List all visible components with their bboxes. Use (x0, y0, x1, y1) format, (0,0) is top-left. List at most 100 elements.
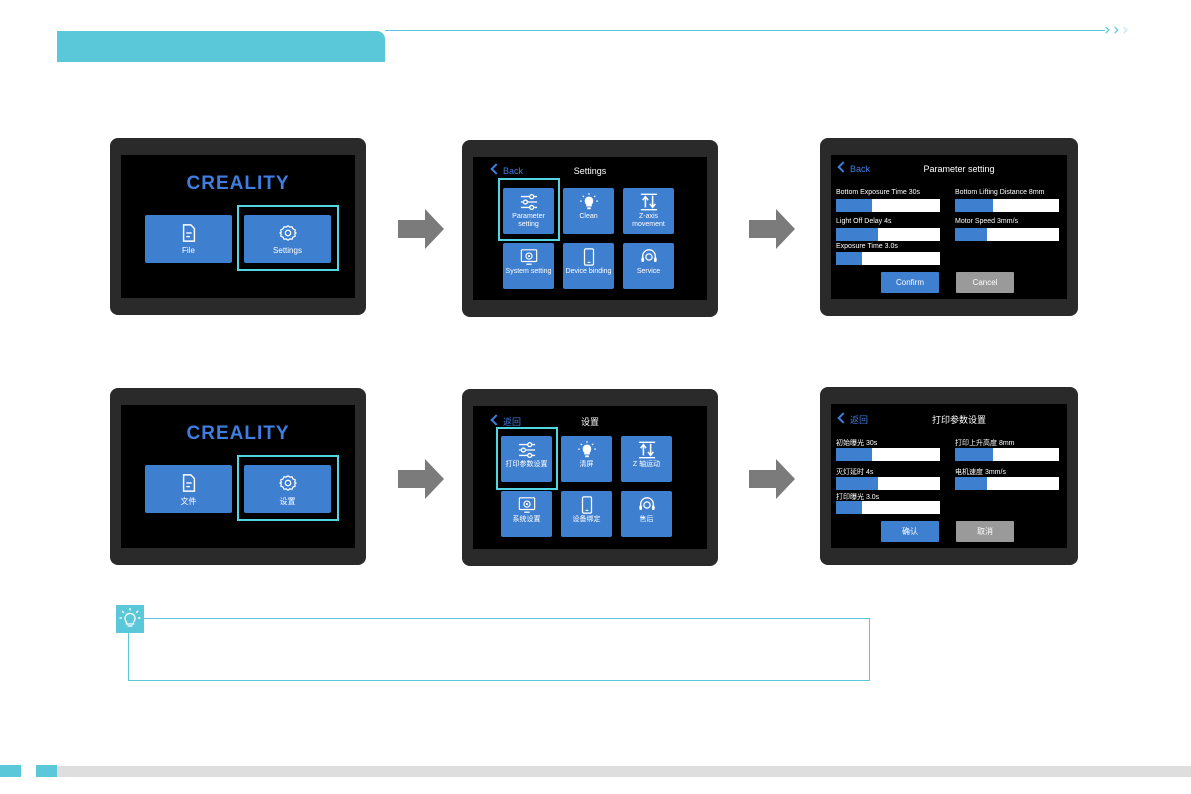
bar-fill (955, 448, 994, 461)
screen-title: 打印参数设置 (931, 415, 986, 425)
selection-highlight (496, 427, 558, 490)
arrow-right-icon (749, 209, 795, 249)
bar-fill (836, 199, 873, 212)
system-setting-button[interactable]: System setting (503, 243, 554, 289)
header-rule (385, 30, 1105, 31)
home-screen-device-en: CREALITY File Settings (110, 138, 366, 315)
arrow-right-icon (749, 459, 795, 499)
service-button[interactable]: Service (623, 243, 674, 289)
section-header-tab (57, 31, 385, 62)
z-axis-icon (640, 193, 658, 211)
bar-fill (955, 228, 988, 241)
clean-button[interactable]: 清屏 (561, 436, 612, 482)
file-label: File (182, 246, 195, 255)
file-button[interactable]: File (145, 215, 232, 263)
bottom-exposure-label: Bottom Exposure Time 30s (836, 189, 921, 196)
tip-box (128, 618, 870, 681)
bottom-lifting-label: Bottom Lifting Distance 8mm (955, 189, 1045, 196)
screen-title: Parameter setting (923, 164, 995, 174)
settings-label: Settings (273, 246, 302, 255)
service-button[interactable]: 售后 (621, 491, 672, 537)
selection-highlight (498, 178, 560, 241)
arrow-right-icon (398, 209, 444, 249)
phone-icon (580, 248, 598, 266)
parameter-screen-device-zh: 返回 打印参数设置 初始曝光 30s 打印上升高度 8mm 灭灯延时 4s 电机… (820, 387, 1078, 565)
cancel-button[interactable]: 取消 (956, 521, 1014, 542)
file-label: 文件 (180, 497, 197, 506)
file-icon (180, 224, 198, 242)
selection-highlight (237, 205, 339, 271)
file-button[interactable]: 文件 (145, 465, 232, 513)
bar-fill (836, 501, 862, 514)
exposure-time-label: Exposure Time 3.0s (836, 243, 898, 250)
lightbulb-icon (578, 441, 596, 459)
parameter-setting-button[interactable]: Parameter setting (503, 188, 554, 234)
settings-screen-device-zh: 返回 设置 打印参数设置 清屏 Z 轴运动 系统设置 设备绑定 售后 (462, 389, 718, 566)
lightbulb-icon (580, 193, 598, 211)
motor-speed-label: 电机速度 3mm/s (955, 469, 1006, 476)
system-setting-button[interactable]: 系统设置 (501, 491, 552, 537)
bottom-exposure-label: 初始曝光 30s (836, 440, 878, 447)
bar-fill (955, 199, 994, 212)
bar-fill (955, 477, 988, 490)
parameter-screen: 返回 打印参数设置 初始曝光 30s 打印上升高度 8mm 灭灯延时 4s 电机… (831, 404, 1067, 548)
arrow-right-icon (398, 459, 444, 499)
parameter-screen-device-en: Back Parameter setting Bottom Exposure T… (820, 138, 1078, 316)
system-gear-icon (520, 248, 538, 266)
lightbulb-tip-icon (116, 605, 144, 633)
screen-title: Settings (573, 166, 607, 176)
chevron-right-icon: › (1122, 20, 1129, 40)
parameter-screen: Back Parameter setting Bottom Exposure T… (831, 155, 1067, 299)
parameter-setting-button[interactable]: 打印参数设置 (501, 436, 552, 482)
footer-marker (36, 765, 57, 777)
settings-screen: Back Settings Parameter setting Clean Z-… (473, 157, 707, 300)
z-axis-icon (638, 441, 656, 459)
bar-fill (836, 477, 878, 490)
exposure-time-label: 打印曝光 3.0s (836, 494, 880, 501)
settings-button[interactable]: 设置 (244, 465, 331, 513)
back-button[interactable]: Back (837, 161, 870, 174)
creality-logo: CREALITY (186, 423, 290, 444)
light-off-delay-bar[interactable] (836, 228, 940, 241)
confirm-button[interactable]: 确认 (881, 521, 939, 542)
file-icon (180, 474, 198, 492)
bottom-exposure-bar[interactable] (836, 448, 940, 461)
light-off-delay-label: 灭灯延时 4s (836, 469, 874, 476)
footer-marker (0, 765, 21, 777)
clean-button[interactable]: Clean (563, 188, 614, 234)
bottom-lifting-label: 打印上升高度 8mm (955, 440, 1015, 447)
back-button[interactable]: 返回 (490, 414, 521, 428)
home-screen: CREALITY File Settings (121, 155, 355, 298)
bottom-lifting-bar[interactable] (955, 448, 1059, 461)
system-gear-icon (518, 496, 536, 514)
device-binding-button[interactable]: 设备绑定 (561, 491, 612, 537)
headset-icon (638, 496, 656, 514)
chevron-right-icon: › (1113, 20, 1120, 40)
exposure-time-bar[interactable] (836, 252, 940, 265)
screen-title: 设置 (580, 417, 599, 427)
headset-icon (640, 248, 658, 266)
z-axis-movement-button[interactable]: Z-axis movement (623, 188, 674, 234)
home-screen-device-zh: CREALITY 文件 设置 (110, 388, 366, 565)
confirm-button[interactable]: Confirm (881, 272, 939, 293)
light-off-delay-bar[interactable] (836, 477, 940, 490)
settings-screen-device-en: Back Settings Parameter setting Clean Z-… (462, 140, 718, 317)
exposure-time-bar[interactable] (836, 501, 940, 514)
home-screen: CREALITY 文件 设置 (121, 405, 355, 548)
motor-speed-bar[interactable] (955, 477, 1059, 490)
settings-button[interactable]: Settings (244, 215, 331, 263)
phone-icon (578, 496, 596, 514)
motor-speed-bar[interactable] (955, 228, 1059, 241)
bar-fill (836, 228, 878, 241)
bottom-lifting-bar[interactable] (955, 199, 1059, 212)
bottom-exposure-bar[interactable] (836, 199, 940, 212)
lightbulb-icon (119, 608, 141, 627)
cancel-button[interactable]: Cancel (956, 272, 1014, 293)
bar-fill (836, 448, 873, 461)
z-axis-movement-button[interactable]: Z 轴运动 (621, 436, 672, 482)
bar-fill (836, 252, 862, 265)
device-binding-button[interactable]: Device binding (563, 243, 614, 289)
back-button[interactable]: 返回 (837, 412, 868, 426)
creality-logo: CREALITY (186, 173, 290, 194)
back-button[interactable]: Back (490, 163, 523, 176)
